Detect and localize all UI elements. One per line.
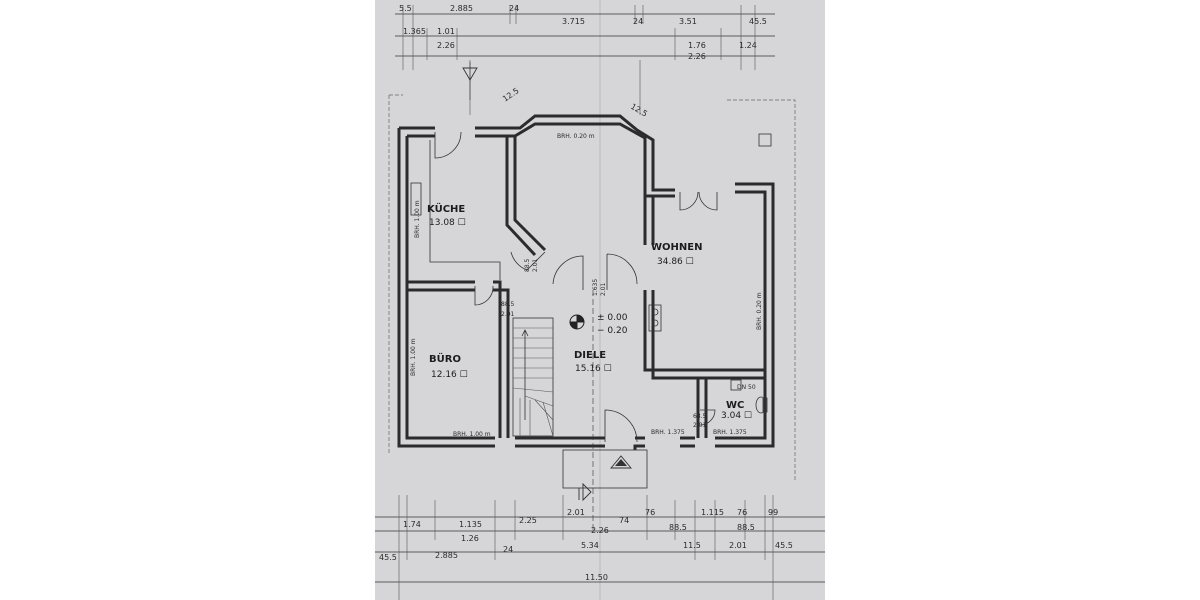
dim-bottom-16: 24 xyxy=(503,545,513,554)
door-kueche-height: 2.01 xyxy=(532,258,539,272)
dim-bottom-2: 74 xyxy=(619,516,629,525)
dim-bottom-6: 99 xyxy=(768,508,778,517)
dim-bottom-20: 45.5 xyxy=(775,541,793,550)
dim-bottom-15: 2.885 xyxy=(435,551,458,560)
door-kueche-width: 88.5 xyxy=(524,258,531,272)
dim-total: 11.50 xyxy=(585,573,608,582)
room-kueche-area: 13.08 ☐ xyxy=(429,218,466,228)
room-wc-area: 3.04 ☐ xyxy=(721,411,752,421)
room-wc-name: WC xyxy=(726,400,744,411)
room-wohnen-name: WOHNEN xyxy=(651,242,702,253)
room-buero-name: BÜRO xyxy=(429,351,461,365)
room-diele-area: 15.16 ☐ xyxy=(575,364,612,374)
note-wohnen-window: BRH. 0.20 m xyxy=(756,292,763,330)
dim-bottom-8: 1.135 xyxy=(459,520,482,529)
room-wohnen-area: 34.86 ☐ xyxy=(657,257,694,267)
dim-bottom-5: 76 xyxy=(737,508,747,517)
dim-bottom-11: 88.5 xyxy=(669,523,687,532)
dim-bottom-10: 2.26 xyxy=(591,526,609,535)
note-diele-window: BRH. 1.375 xyxy=(651,429,685,436)
bottom-dimension-texts: 2.01 74 76 1.115 76 99 1.74 1.135 2.25 2… xyxy=(379,508,793,582)
floor-plan: 5.5 2.885 24 3.715 24 3.51 45.5 1.365 1.… xyxy=(375,0,825,600)
staircase xyxy=(512,317,554,437)
door-wohnen-width: 1.635 xyxy=(592,279,599,296)
dim-bottom-17: 5.34 xyxy=(581,541,599,550)
dim-top-12: 2.26 xyxy=(437,41,455,50)
top-dimension-lines xyxy=(395,5,775,115)
door-wohnen-height: 2.01 xyxy=(600,282,607,296)
dim-top-3: 24 xyxy=(509,4,519,13)
dim-top-9: 1.01 xyxy=(437,27,455,36)
note-wc-vent: DN 50 xyxy=(737,384,756,391)
level-marker: ± 0.00 − 0.20 xyxy=(569,313,628,336)
note-bay-window: BRH. 0.20 m xyxy=(557,133,595,140)
door-wc-height: 2.01 xyxy=(693,422,707,429)
dim-bottom-1: 2.01 xyxy=(567,508,585,517)
door-notes: 88.5 2.01 88.5 2.01 1.635 2.01 63.5 2.01 xyxy=(501,258,707,429)
dim-bay-left: 12.5 xyxy=(501,86,521,104)
dim-bottom-7: 1.74 xyxy=(403,520,421,529)
note-kueche-window: BRH. 1.00 m xyxy=(414,200,421,238)
dim-bottom-14: 45.5 xyxy=(379,553,397,562)
dim-top-8: 1.365 xyxy=(403,27,426,36)
level-plus: ± 0.00 xyxy=(597,313,628,323)
dim-top-11: 1.24 xyxy=(739,41,757,50)
room-labels: KÜCHE 13.08 ☐ WOHNEN 34.86 ☐ BÜRO 12.16 … xyxy=(427,201,752,421)
dim-top-2: 2.885 xyxy=(450,4,473,13)
bottom-dimension-lines xyxy=(375,495,825,600)
note-wc-window: BRH. 1.375 xyxy=(713,429,747,436)
dim-bottom-3: 76 xyxy=(645,508,655,517)
dim-top-5: 24 xyxy=(633,17,643,26)
dim-top-10: 1.76 xyxy=(688,41,706,50)
top-dimension-texts: 5.5 2.885 24 3.715 24 3.51 45.5 1.365 1.… xyxy=(399,4,767,119)
dim-top-6: 3.51 xyxy=(679,17,697,26)
dim-bay-right: 12.5 xyxy=(629,102,649,119)
dim-bottom-9: 2.25 xyxy=(519,516,537,525)
door-buero-height: 2.01 xyxy=(501,311,515,318)
level-minus: − 0.20 xyxy=(597,326,628,336)
dim-bottom-18: 11.5 xyxy=(683,541,701,550)
dim-bottom-19: 2.01 xyxy=(729,541,747,550)
dim-bottom-12: 88.5 xyxy=(737,523,755,532)
entrance xyxy=(562,290,648,530)
dim-bottom-4: 1.115 xyxy=(701,508,724,517)
dim-top-7: 45.5 xyxy=(749,17,767,26)
dim-top-13: 2.26 xyxy=(688,52,706,61)
fixtures xyxy=(648,133,772,414)
note-buero-window-bottom: BRH. 1.00 m xyxy=(453,431,491,438)
doors xyxy=(434,131,718,443)
walls xyxy=(388,94,796,480)
dim-top-1: 5.5 xyxy=(399,4,412,13)
door-buero-width: 88.5 xyxy=(501,301,515,308)
room-buero-area: 12.16 ☐ xyxy=(431,370,468,380)
window-notes: BRH. 0.20 m BRH. 1.00 m BRH. 1.00 m BRH.… xyxy=(410,133,763,438)
note-buero-window-side: BRH. 1.00 m xyxy=(410,338,417,376)
dim-top-4: 3.715 xyxy=(562,17,585,26)
dim-bottom-13: 1.26 xyxy=(461,534,479,543)
door-wc-width: 63.5 xyxy=(693,413,707,420)
blueprint-paper: 5.5 2.885 24 3.715 24 3.51 45.5 1.365 1.… xyxy=(375,0,825,600)
room-kueche-name: KÜCHE xyxy=(427,201,465,215)
room-diele-name: DIELE xyxy=(574,350,606,361)
